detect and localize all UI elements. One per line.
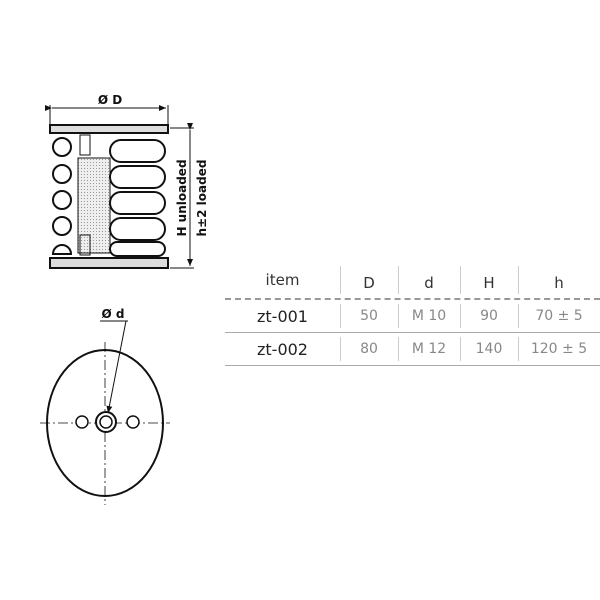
column-divider bbox=[460, 304, 461, 328]
center-bore bbox=[95, 411, 117, 433]
damping-core bbox=[77, 157, 111, 254]
bore-label: Ø d bbox=[102, 307, 125, 321]
mounting-hole-right bbox=[126, 415, 140, 429]
table-row: zt-002 80 M 12 140 120 ± 5 bbox=[225, 333, 600, 366]
column-divider bbox=[340, 304, 341, 328]
mounting-hole-left bbox=[75, 415, 89, 429]
bottom-view bbox=[40, 320, 170, 505]
column-divider bbox=[518, 266, 519, 294]
column-divider bbox=[340, 266, 341, 294]
column-divider bbox=[460, 337, 461, 361]
header-h: h bbox=[554, 274, 564, 292]
cell-h: 120 ± 5 bbox=[530, 341, 588, 357]
diameter-label: Ø D bbox=[98, 93, 122, 107]
cell-d: M 12 bbox=[411, 341, 447, 357]
cell-H: 90 bbox=[480, 308, 498, 324]
cell-D: 50 bbox=[360, 308, 378, 324]
spring-coils-left bbox=[51, 137, 73, 255]
bottom-plate bbox=[49, 257, 169, 269]
spec-table: item D d H h zt-001 50 M 10 90 70 ± 5 zt… bbox=[225, 262, 600, 366]
header-item: item bbox=[265, 271, 300, 289]
cell-H: 140 bbox=[475, 341, 503, 357]
spring-coils-right bbox=[109, 139, 166, 257]
column-divider bbox=[460, 266, 461, 294]
height-unloaded-label: H unloaded bbox=[175, 159, 189, 236]
column-divider bbox=[398, 304, 399, 328]
cell-d: M 10 bbox=[411, 308, 447, 324]
table-row: zt-001 50 M 10 90 70 ± 5 bbox=[225, 300, 600, 333]
column-divider bbox=[518, 304, 519, 328]
column-divider bbox=[398, 266, 399, 294]
column-divider bbox=[340, 337, 341, 361]
top-plate bbox=[49, 124, 169, 134]
cell-D: 80 bbox=[360, 341, 378, 357]
bore-leader-line bbox=[106, 320, 127, 414]
height-loaded-label: h±2 loaded bbox=[195, 160, 209, 237]
table-header-row: item D d H h bbox=[225, 262, 600, 300]
header-H: H bbox=[483, 274, 495, 292]
header-D: D bbox=[363, 274, 375, 292]
cell-item: zt-001 bbox=[257, 306, 308, 326]
cell-item: zt-002 bbox=[257, 339, 308, 359]
column-divider bbox=[518, 337, 519, 361]
cell-h: 70 ± 5 bbox=[535, 308, 583, 324]
side-view bbox=[45, 105, 194, 269]
column-divider bbox=[398, 337, 399, 361]
header-d: d bbox=[424, 274, 434, 292]
